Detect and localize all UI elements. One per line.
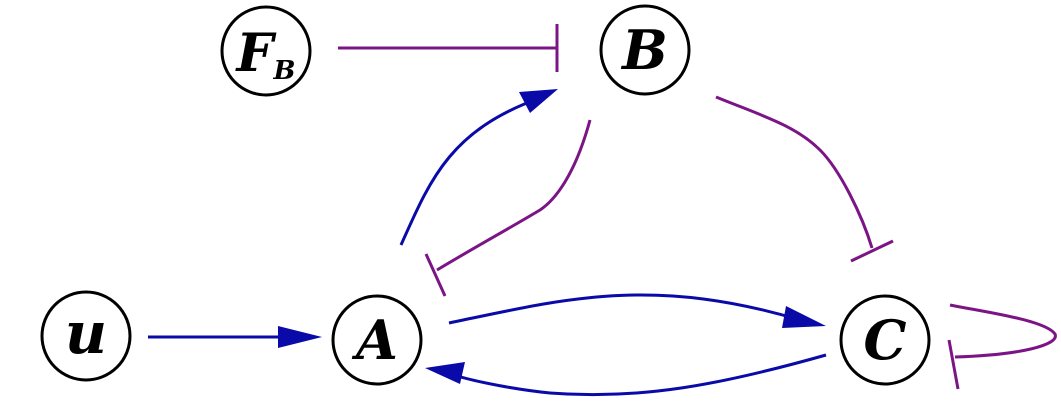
- node-fb-subscript: B: [272, 56, 295, 86]
- node-b-label: B: [620, 18, 668, 82]
- node-c-circle: [839, 294, 931, 386]
- node-fb-circle: [220, 5, 312, 97]
- edge-c-activates-a-arrowhead: [425, 362, 465, 384]
- edge-a-activates-b-arrowhead: [519, 89, 558, 113]
- node-u-circle: [40, 290, 132, 382]
- edge-a-activates-c-arrowhead: [782, 306, 826, 328]
- node-c-label: C: [864, 308, 907, 372]
- node-fb-label: FB: [235, 23, 296, 86]
- node-b: B: [599, 4, 691, 96]
- node-a-circle: [331, 294, 423, 386]
- edge-b-inhibits-a: [436, 119, 592, 272]
- edge-c-activates-a: [449, 353, 827, 397]
- edge-a-activates-b: [399, 96, 541, 246]
- edge-c-inhibits-c: [949, 303, 1057, 359]
- node-b-circle: [599, 4, 691, 96]
- edge-c-inhibits-c-bar: [947, 339, 960, 390]
- edge-a-activates-c: [448, 293, 801, 325]
- node-a: A: [331, 294, 423, 386]
- node-u-label: u: [65, 299, 107, 367]
- node-u: u: [40, 290, 132, 382]
- edge-b-inhibits-a-bar: [424, 253, 447, 297]
- edge-u-activates-a-arrowhead: [278, 326, 322, 348]
- node-fb: FB: [220, 5, 312, 97]
- edges: [148, 24, 1057, 397]
- node-a-label: A: [351, 308, 398, 372]
- edge-b-inhibits-c-bar: [850, 239, 894, 263]
- node-c: C: [839, 294, 931, 386]
- edge-b-inhibits-c: [715, 95, 874, 249]
- node-fb-main-letter: F: [235, 23, 277, 84]
